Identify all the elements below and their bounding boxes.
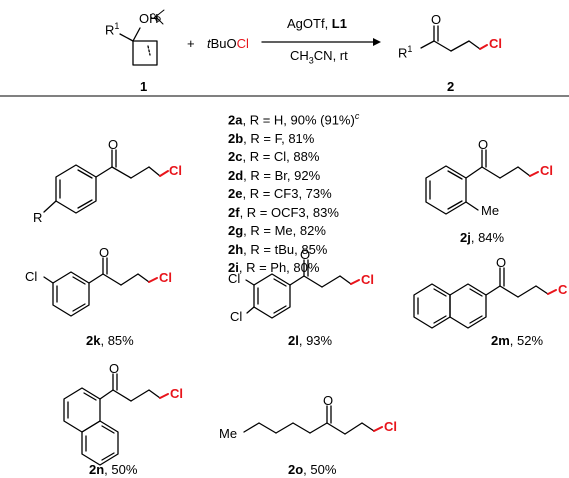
o2-me: Me xyxy=(219,426,238,441)
entry-text: , R = Me, 82% xyxy=(243,223,326,239)
entry-text: , R = Cl, 88% xyxy=(242,149,320,165)
entry-text: , R = OCF3, 83% xyxy=(239,204,339,220)
aryl-ketone-structure xyxy=(43,149,161,214)
entry-id: 2b xyxy=(228,130,244,146)
entry-id: 2d xyxy=(228,167,244,183)
label-2j: 2j, 84% xyxy=(460,230,505,245)
scissors-icon xyxy=(150,9,165,25)
structure-2j xyxy=(425,149,531,215)
cyclobutanol-structure xyxy=(119,27,158,66)
entry-2a: 2a, R = H, 90% (91%)c xyxy=(228,107,359,130)
l-cl-ring-a: Cl xyxy=(228,271,241,286)
product-label: 2 xyxy=(447,79,455,94)
aryl-o: O xyxy=(108,137,119,152)
entry-text: , R = H, 90% (91%) xyxy=(242,112,355,128)
entry-id: 2a xyxy=(228,112,243,128)
entry-id: 2g xyxy=(228,223,244,239)
aryl-r: R xyxy=(33,210,43,225)
j-me: Me xyxy=(481,203,500,218)
entry-id: 2h xyxy=(228,241,244,257)
k-cl-ring: Cl xyxy=(25,269,38,284)
entry-2e: 2e, R = CF3, 73% xyxy=(228,185,359,204)
n-o: O xyxy=(109,361,120,376)
l-cl-ring-b: Cl xyxy=(230,309,243,324)
reagent-1-label: 1 xyxy=(140,79,148,94)
label-2n: 2n, 50% xyxy=(89,462,138,477)
o2-o: O xyxy=(323,393,334,408)
entry-2h: 2h, R = tBu, 85% xyxy=(228,241,359,260)
entry-id: 2i xyxy=(228,260,239,276)
conditions-top: AgOTf, L1 xyxy=(287,16,347,31)
entry-2d: 2d, R = Br, 92% xyxy=(228,167,359,186)
entry-footnote: c xyxy=(354,111,360,121)
entry-id: 2c xyxy=(228,149,243,165)
reagent-1-oh: OH xyxy=(139,11,159,26)
entry-text: , R = Br, 92% xyxy=(243,167,321,183)
entry-2c: 2c, R = Cl, 88% xyxy=(228,148,359,167)
m-cl: C xyxy=(558,282,568,297)
entry-2b: 2b, R = F, 81% xyxy=(228,130,359,149)
product-r: R1 xyxy=(398,44,413,61)
m-o: O xyxy=(496,255,507,270)
product-o: O xyxy=(431,12,442,27)
entry-2f: 2f, R = OCF3, 83% xyxy=(228,204,359,223)
reagent-2: tBuOCl xyxy=(207,36,249,51)
entry-text: , R = CF3, 73% xyxy=(242,186,332,202)
reagent-1-r: R1 xyxy=(105,21,120,38)
structure-2k xyxy=(43,257,150,317)
product-2-structure xyxy=(420,25,481,52)
entry-text: , R = F, 81% xyxy=(243,130,315,146)
entry-id: 2f xyxy=(228,204,240,220)
o2-cl: Cl xyxy=(384,419,397,434)
label-2l: 2l, 93% xyxy=(288,333,333,348)
j-o: O xyxy=(478,137,489,152)
product-cl: Cl xyxy=(489,36,502,51)
label-2k: 2k, 85% xyxy=(86,333,134,348)
entry-2i: 2i, R = Ph, 80% xyxy=(228,259,359,278)
n-cl: Cl xyxy=(170,386,183,401)
entry-id: 2e xyxy=(228,186,243,202)
k-o: O xyxy=(99,245,110,260)
structure-2l xyxy=(245,259,352,319)
entry-text: , R = Ph, 80% xyxy=(238,260,320,276)
aryl-cl: Cl xyxy=(169,163,182,178)
l-cl: Cl xyxy=(361,272,374,287)
structure-2m xyxy=(413,267,549,329)
structure-2n xyxy=(63,373,161,466)
entry-text: , R = tBu, 85% xyxy=(243,241,328,257)
j-cl: Cl xyxy=(540,163,553,178)
entry-2g: 2g, R = Me, 82% xyxy=(228,222,359,241)
label-2o: 2o, 50% xyxy=(288,462,337,477)
l-o: O xyxy=(300,247,311,262)
plus-sign: + xyxy=(187,36,195,51)
structure-2o xyxy=(243,405,375,435)
k-cl: Cl xyxy=(159,270,172,285)
label-2m: 2m, 52% xyxy=(491,333,544,348)
conditions-bottom: CH3CN, rt xyxy=(290,48,348,66)
